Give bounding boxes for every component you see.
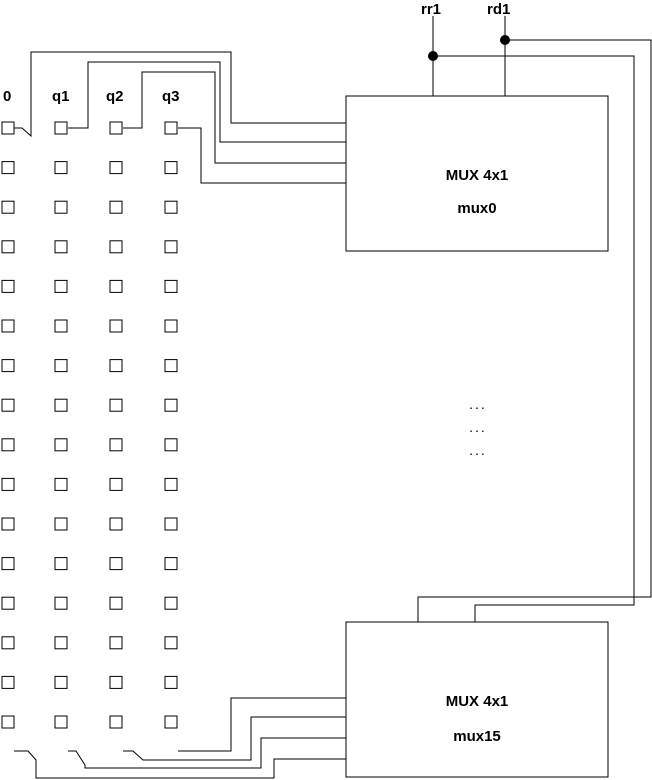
mux0-input-wire-q1 bbox=[68, 61, 346, 143]
mux15-input-wires bbox=[14, 697, 346, 779]
cell-c1-r15 bbox=[54, 715, 68, 729]
mux0-input-wires bbox=[14, 51, 346, 184]
mux0-title: MUX 4x1 bbox=[446, 167, 509, 184]
mux0-box bbox=[345, 95, 609, 252]
rd1-bus-to-mux15 bbox=[417, 39, 652, 622]
cell-c3-r13 bbox=[164, 636, 178, 650]
cell-c0-r13 bbox=[1, 636, 15, 650]
cell-c3-r11 bbox=[164, 557, 178, 571]
mux15-name: mux15 bbox=[453, 728, 501, 745]
cell-c1-r11 bbox=[54, 557, 68, 571]
cell-c0-r4 bbox=[1, 279, 15, 293]
cell-c1-r0 bbox=[54, 121, 68, 135]
cell-c3-r10 bbox=[164, 517, 178, 531]
cell-c3-r7 bbox=[164, 398, 178, 412]
column-label-q2: q2 bbox=[106, 88, 124, 105]
signal-label-rr1: rr1 bbox=[421, 1, 441, 18]
column-label-q1: q1 bbox=[52, 88, 70, 105]
cell-c0-r2 bbox=[1, 200, 15, 214]
cell-c3-r15 bbox=[164, 715, 178, 729]
cell-c3-r6 bbox=[164, 359, 178, 373]
cell-c3-r4 bbox=[164, 279, 178, 293]
cell-c0-r3 bbox=[1, 240, 15, 254]
cell-c0-r12 bbox=[1, 596, 15, 610]
cell-c2-r10 bbox=[109, 517, 123, 531]
ellipsis-3: ... bbox=[469, 442, 487, 458]
mux15-box bbox=[345, 621, 609, 778]
cell-c2-r6 bbox=[109, 359, 123, 373]
cell-c0-r11 bbox=[1, 557, 15, 571]
cell-c1-r7 bbox=[54, 398, 68, 412]
mux0-name: mux0 bbox=[457, 200, 496, 217]
mux15-input-wire-0 bbox=[14, 750, 346, 779]
cell-c2-r11 bbox=[109, 557, 123, 571]
cell-c2-r5 bbox=[109, 319, 123, 333]
cell-c3-r0 bbox=[164, 121, 178, 135]
cell-c2-r7 bbox=[109, 398, 123, 412]
cell-c3-r14 bbox=[164, 675, 178, 689]
cell-c3-r5 bbox=[164, 319, 178, 333]
mux0-input-wire-0 bbox=[14, 51, 346, 138]
cell-c2-r9 bbox=[109, 477, 123, 491]
cell-c1-r1 bbox=[54, 161, 68, 175]
cell-grid bbox=[1, 121, 178, 729]
cell-c2-r4 bbox=[109, 279, 123, 293]
cell-c1-r4 bbox=[54, 279, 68, 293]
cell-c0-r9 bbox=[1, 477, 15, 491]
cell-c2-r14 bbox=[109, 675, 123, 689]
cell-c2-r2 bbox=[109, 200, 123, 214]
cell-c0-r14 bbox=[1, 675, 15, 689]
cell-c0-r15 bbox=[1, 715, 15, 729]
cell-c3-r9 bbox=[164, 477, 178, 491]
cell-c3-r1 bbox=[164, 161, 178, 175]
mux0-input-wire-q2 bbox=[123, 71, 346, 164]
mux0-input-wire-q3 bbox=[178, 127, 346, 184]
column-label-q3: q3 bbox=[162, 88, 180, 105]
cell-c0-r7 bbox=[1, 398, 15, 412]
cell-c0-r0 bbox=[1, 121, 15, 135]
cell-c1-r13 bbox=[54, 636, 68, 650]
cell-c1-r14 bbox=[54, 675, 68, 689]
cell-c1-r12 bbox=[54, 596, 68, 610]
cell-c2-r0 bbox=[109, 121, 123, 135]
cell-c2-r3 bbox=[109, 240, 123, 254]
cell-c1-r9 bbox=[54, 477, 68, 491]
cell-c2-r15 bbox=[109, 715, 123, 729]
cell-c0-r1 bbox=[1, 161, 15, 175]
column-label-0: 0 bbox=[3, 88, 11, 105]
signal-label-rd1: rd1 bbox=[487, 1, 510, 18]
mux15-input-wire-q3 bbox=[178, 697, 346, 752]
cell-c3-r12 bbox=[164, 596, 178, 610]
cell-c0-r5 bbox=[1, 319, 15, 333]
cell-c1-r6 bbox=[54, 359, 68, 373]
cell-c3-r3 bbox=[164, 240, 178, 254]
mux15-title: MUX 4x1 bbox=[446, 693, 509, 710]
cell-c0-r10 bbox=[1, 517, 15, 531]
cell-c2-r1 bbox=[109, 161, 123, 175]
cell-c1-r8 bbox=[54, 438, 68, 452]
cell-c2-r12 bbox=[109, 596, 123, 610]
rr1-bus-to-mux15 bbox=[433, 55, 635, 622]
ellipsis-2: ... bbox=[469, 419, 487, 435]
mux15-input-wire-q1 bbox=[68, 737, 346, 769]
cell-c1-r5 bbox=[54, 319, 68, 333]
cell-c1-r10 bbox=[54, 517, 68, 531]
cell-c1-r2 bbox=[54, 200, 68, 214]
select-signal-wires bbox=[417, 16, 652, 622]
cell-c3-r2 bbox=[164, 200, 178, 214]
cell-c2-r13 bbox=[109, 636, 123, 650]
cell-c3-r8 bbox=[164, 438, 178, 452]
cell-c2-r8 bbox=[109, 438, 123, 452]
cell-c0-r6 bbox=[1, 359, 15, 373]
ellipsis-1: ... bbox=[469, 396, 487, 412]
cell-c1-r3 bbox=[54, 240, 68, 254]
mux15-input-wire-q2 bbox=[123, 716, 346, 761]
cell-c0-r8 bbox=[1, 438, 15, 452]
